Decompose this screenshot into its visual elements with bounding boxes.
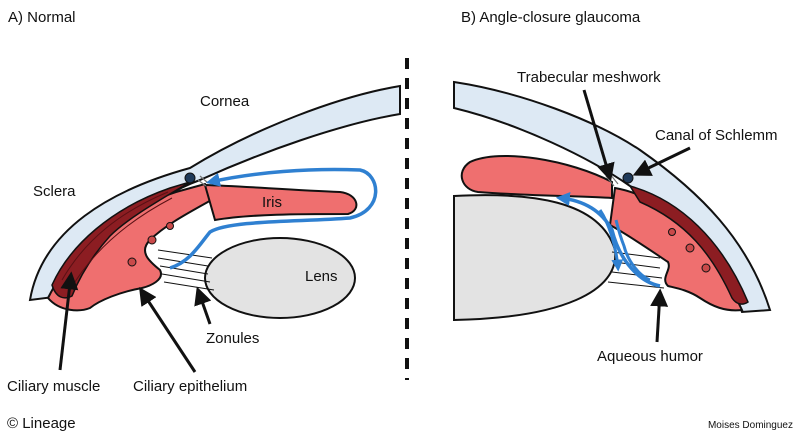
label-zonules: Zonules — [206, 330, 259, 347]
pointer-trabecular-meshwork — [582, 89, 615, 182]
aqueous-flow-b-3 — [598, 209, 624, 272]
vessel-dot — [166, 222, 174, 230]
panel-b-title: B) Angle-closure glaucoma — [461, 9, 641, 26]
label-trabecular-meshwork: Trabecular meshwork — [517, 69, 661, 86]
pointer-canal-of-schlemm — [632, 146, 691, 176]
aqueous-flow-b-2 — [614, 219, 651, 282]
panel-a-title: A) Normal — [8, 9, 76, 26]
panel-b: B) Angle-closure glaucoma Trabecular mes… — [453, 9, 778, 365]
pointer-ciliary-muscle — [58, 271, 79, 371]
label-lens: Lens — [305, 268, 338, 285]
canal-of-schlemm-b — [622, 172, 634, 184]
vessel-dot — [147, 235, 157, 245]
vessel-dot — [685, 243, 695, 253]
ciliary-muscle-b — [628, 184, 749, 305]
lens-b — [453, 194, 617, 322]
aqueous-flow-b-1 — [555, 192, 661, 288]
iris — [203, 183, 358, 222]
label-canal-of-schlemm: Canal of Schlemm — [655, 127, 778, 144]
pointer-ciliary-epithelium — [139, 286, 197, 373]
label-ciliary-epithelium: Ciliary epithelium — [133, 378, 247, 395]
label-cornea: Cornea — [200, 93, 250, 110]
lens — [204, 237, 356, 319]
label-aqueous-humor: Aqueous humor — [597, 348, 703, 365]
label-sclera: Sclera — [33, 183, 76, 200]
pointer-zonules — [194, 286, 212, 325]
panel-a: A) Normal Cornea Sclera Iris Lens Zonule… — [7, 9, 401, 395]
label-ciliary-muscle: Ciliary muscle — [7, 378, 100, 395]
aqueous-flow-a — [169, 167, 378, 270]
pointer-aqueous-humor — [650, 288, 669, 343]
canal-of-schlemm-a — [184, 172, 196, 184]
zonule-fibers-b — [607, 251, 665, 289]
vessel-dot — [668, 228, 676, 236]
vessel-dot — [127, 257, 137, 267]
vessel-dot — [701, 263, 711, 273]
copyright-text: © Lineage — [7, 415, 76, 432]
author-credit: Moises Dominguez — [708, 420, 793, 431]
label-iris: Iris — [262, 194, 282, 211]
